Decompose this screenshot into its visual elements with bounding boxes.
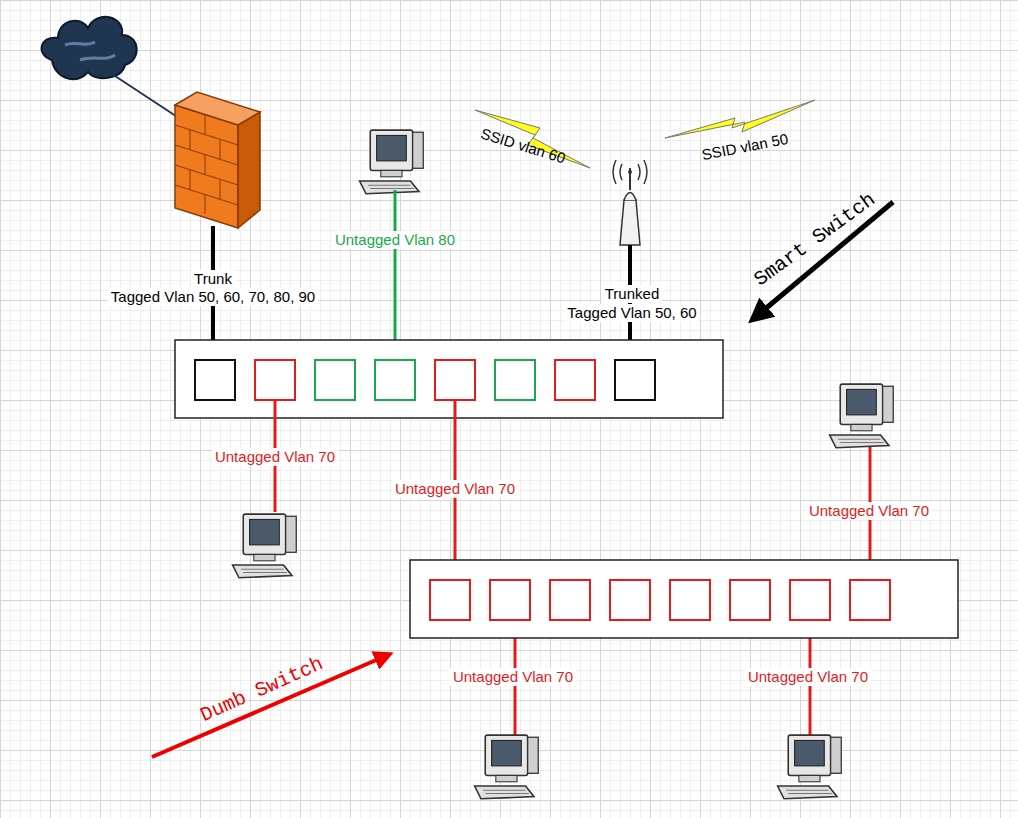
- link-label: Tagged Vlan 50, 60: [564, 304, 699, 322]
- link-label: Untagged Vlan 70: [745, 668, 871, 686]
- link-label: Untagged Vlan 70: [392, 480, 518, 498]
- link-label: Tagged Vlan 50, 60, 70, 80, 90: [108, 288, 318, 306]
- wireless-bolt: [475, 100, 815, 168]
- link-label: Untagged Vlan 80: [332, 231, 458, 249]
- link-label: Untagged Vlan 70: [212, 448, 338, 466]
- link-label: Trunked: [602, 285, 662, 303]
- link-label: Trunk: [191, 270, 235, 288]
- wireless-label: SSID vlan 50: [697, 129, 792, 165]
- dumb-switch: [410, 560, 958, 638]
- callout-label: Smart Switch: [749, 189, 881, 292]
- cloud: [42, 17, 137, 79]
- link-label: Untagged Vlan 70: [806, 502, 932, 520]
- firewall: [175, 92, 260, 228]
- access-point: [613, 160, 647, 245]
- switch-port: [195, 360, 655, 400]
- smart-switch: [175, 340, 723, 418]
- link-label: Untagged Vlan 70: [450, 668, 576, 686]
